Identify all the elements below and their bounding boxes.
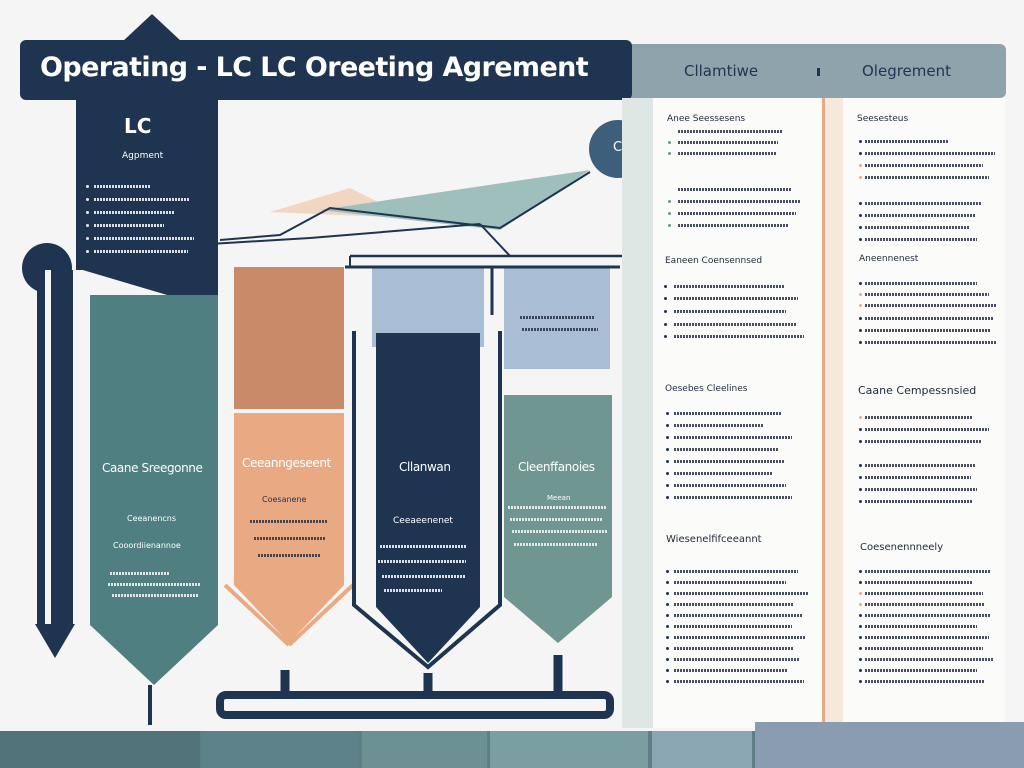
sidebar-card-title: LC [124,114,152,138]
title-arrow-tip [122,14,182,42]
slate-block-lines [520,316,600,336]
column-label-4: Cleenffanoies [518,460,595,474]
doc-col2-heading-3: Caane Cempessnsied [858,384,977,397]
column-lines-2 [248,520,338,560]
doc-col2-heading-4: Coesenennneely [860,542,944,553]
doc-col1-heading-4: Wiesenelfifceeannt [666,534,762,545]
left-arrow-shaft-gap [45,270,51,626]
tab-left[interactable]: Cllamtiwe [684,62,759,80]
footer-tile-4 [490,731,648,768]
column-sub-1b: Cooordiienannoe [113,541,181,550]
doc-col2-lines-1 [857,140,1002,241]
roof-graphic [210,170,630,268]
doc-panel-shadow [622,98,656,728]
tab-divider [817,68,820,76]
doc-col2-heading-1: Seesesteus [857,114,909,124]
doc-col1-heading-2: Eaneen Coensennsed [665,256,763,266]
sidebar-card-subtitle: Agpment [122,151,164,161]
column-sub-3a: Ceeaeenenet [393,516,453,526]
footer-tile-6 [755,722,1024,768]
doc-col2-lines-2 [857,282,1002,352]
column-sub-4a: Meean [547,494,571,502]
footer-tile-3 [362,731,487,768]
tab-right[interactable]: Olegrement [862,62,952,80]
footer-tile-2 [203,731,358,768]
doc-col1-heading-1: Anee Seessesens [667,114,746,124]
footer-tile-1 [0,731,200,768]
doc-col1-lines-1 [666,130,806,230]
page-title: Operating - LC LC Oreeting Agrement [40,52,589,83]
left-arrow-head [35,624,75,658]
doc-col2-lines-3 [857,416,1002,506]
doc-col2-lines-4 [857,570,1002,690]
top-circle-label: C [613,140,623,155]
column-lines-4 [508,506,608,556]
column-sub-1a: Ceeanencns [127,514,177,523]
doc-col1-lines-3 [664,412,804,502]
column-sub-2a: Coesanene [262,495,307,504]
doc-col1-lines-2 [662,285,804,345]
header-tab-bar [626,44,1006,98]
doc-col2-heading-2: Aneennenest [859,254,919,264]
footer-tile-5 [652,731,752,768]
doc-col1-heading-3: Oesebes Cleelines [665,384,748,394]
column-label-2: Ceeanngeseent [242,456,331,470]
doc-col1-lines-4 [664,570,814,690]
sidebar-card-lines [86,185,206,265]
column-lines-1 [108,572,208,602]
left-arrow-shaft-outer [37,270,73,626]
title-bar [20,40,632,100]
column-label-1: Caane Sreegonne [102,461,203,475]
column-lines-3 [378,545,474,605]
column-label-3: Cllanwan [399,460,451,474]
